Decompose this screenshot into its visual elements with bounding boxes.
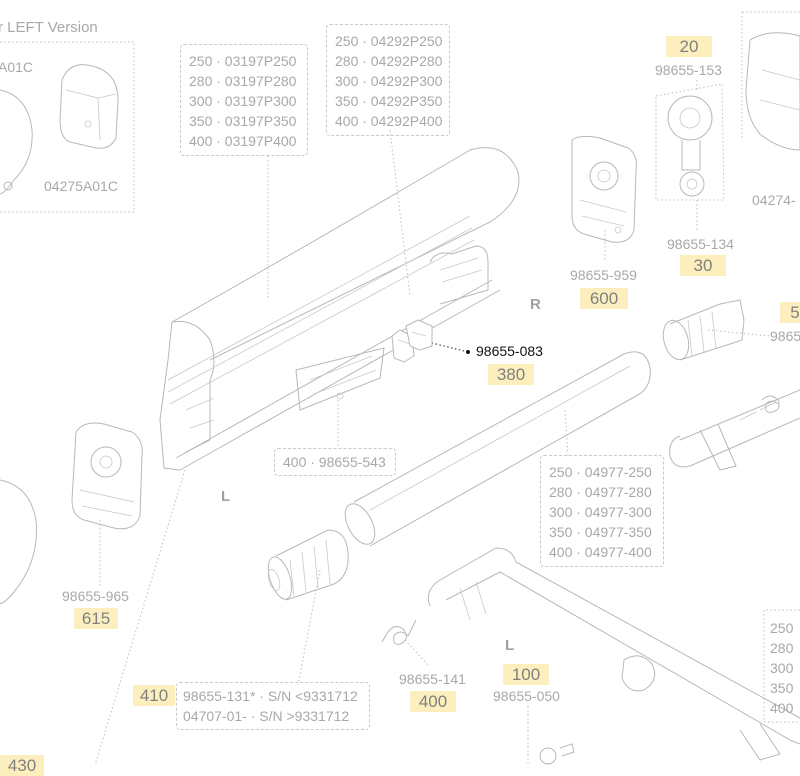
badge-qty-100: 100 xyxy=(503,664,549,685)
motor-plug-right xyxy=(662,299,745,361)
end-cap-left-lower-partial xyxy=(0,479,38,605)
badge-qty-430: 430 xyxy=(0,755,44,776)
housing-code-280: 280 · 03197P280 xyxy=(189,73,297,89)
part-label-98655-050: 98655-050 xyxy=(493,688,560,704)
clip-98655-083 xyxy=(391,319,433,363)
rail-code-250: 250 · 04292P250 xyxy=(335,33,443,49)
tube-code-400: 400 · 04977-400 xyxy=(549,544,652,560)
badge-qty-20: 20 xyxy=(666,36,712,57)
part-label-04275a01c: 04275A01C xyxy=(44,178,118,194)
badge-qty-right-edge: 5 xyxy=(780,302,800,323)
badge-qty-30: 30 xyxy=(680,255,726,276)
housing-code-350: 350 · 03197P350 xyxy=(189,113,297,129)
frame-right-codes xyxy=(763,609,800,723)
part-label-98655-141: 98655-141 xyxy=(399,671,466,687)
part-label-a01c: A01C xyxy=(0,59,34,75)
region-label-left-lower: L xyxy=(505,637,515,654)
leader-rail xyxy=(389,129,411,297)
right-edge-code-350: 350 xyxy=(770,680,794,696)
arm-98655-050 xyxy=(427,547,800,761)
right-edge-code-280: 280 xyxy=(770,640,794,656)
header-partial-title: r LEFT Version xyxy=(0,19,98,36)
part-label-98655-959: 98655-959 xyxy=(570,267,637,283)
rail-code-280: 280 · 04292P280 xyxy=(335,53,443,69)
badge-qty-400: 400 xyxy=(410,691,456,712)
right-edge-code-300: 300 xyxy=(770,660,794,676)
badge-qty-600: 600 xyxy=(580,288,628,309)
crank-eye-98655-153 xyxy=(655,83,725,201)
gearbox-98655-965 xyxy=(71,422,143,530)
rail-codes-box: 250 · 04292P250 280 · 04292P280 300 · 04… xyxy=(326,24,450,136)
housing-code-300: 300 · 03197P300 xyxy=(189,93,297,109)
part-label-98655-965: 98655-965 xyxy=(62,588,129,604)
part-label-right-edge: 9865 xyxy=(770,328,800,344)
part-label-98655-543: 400 · 98655-543 xyxy=(283,454,386,470)
end-cap-left-partial xyxy=(0,89,33,195)
leader-131 xyxy=(297,569,321,686)
awning-case-housing xyxy=(159,147,520,471)
part-label-98655-134: 98655-134 xyxy=(667,236,734,252)
badge-qty-615: 615 xyxy=(74,608,118,629)
part-label-98655-131-line2: 04707-01- · S/N >9331712 xyxy=(183,708,350,724)
end-cap-04275A01C xyxy=(59,64,119,149)
housing-code-400: 400 · 03197P400 xyxy=(189,133,297,149)
badge-qty-410: 410 xyxy=(133,685,175,706)
part-label-98655-131-line1: 98655-131* · S/N <9331712 xyxy=(183,688,358,704)
part-label-98655-153: 98655-153 xyxy=(655,62,722,78)
right-edge-codes-box: 250 280 300 350 400 xyxy=(764,612,800,724)
arm-right xyxy=(669,389,800,471)
spring-clip-right xyxy=(761,395,780,413)
tube-plug-98655-131 xyxy=(267,529,349,601)
part-box-98655-543: 400 · 98655-543 xyxy=(274,448,396,476)
leader-141 xyxy=(404,639,429,666)
bolt-bottom xyxy=(539,743,575,765)
frame-top-right xyxy=(741,11,800,140)
right-edge-code-250: 250 xyxy=(770,620,794,636)
part-label-98655-083: 98655-083 xyxy=(476,343,543,359)
leader-430 xyxy=(94,469,186,765)
badge-qty-380: 380 xyxy=(488,364,534,385)
housing-codes-box: 250 · 03197P250 280 · 03197P280 300 · 03… xyxy=(180,44,308,156)
roller-tube-04977 xyxy=(344,351,651,547)
rail-code-350: 350 · 04292P350 xyxy=(335,93,443,109)
gearbox-98655-959 xyxy=(571,135,637,243)
right-edge-code-400: 400 xyxy=(770,700,794,716)
end-cap-right-partial xyxy=(745,32,800,151)
tube-code-280: 280 · 04977-280 xyxy=(549,484,652,500)
region-label-left-upper: L xyxy=(221,488,231,505)
tube-code-350: 350 · 04977-350 xyxy=(549,524,652,540)
rail-code-300: 300 · 04292P300 xyxy=(335,73,443,89)
region-label-right: R xyxy=(530,296,541,313)
leader-dot-083 xyxy=(466,350,470,354)
housing-code-250: 250 · 03197P250 xyxy=(189,53,297,69)
part-label-04274: 04274- xyxy=(752,192,796,208)
spring-98655-141 xyxy=(381,619,417,645)
leader-right-part xyxy=(707,329,771,337)
tube-codes-box: 250 · 04977-250 280 · 04977-280 300 · 04… xyxy=(540,455,664,567)
rail-code-400: 400 · 04292P400 xyxy=(335,113,443,129)
leader-tube xyxy=(564,409,569,457)
tube-code-300: 300 · 04977-300 xyxy=(549,504,652,520)
part-box-98655-131: 98655-131* · S/N <9331712 04707-01- · S/… xyxy=(176,682,370,730)
tube-code-250: 250 · 04977-250 xyxy=(549,464,652,480)
